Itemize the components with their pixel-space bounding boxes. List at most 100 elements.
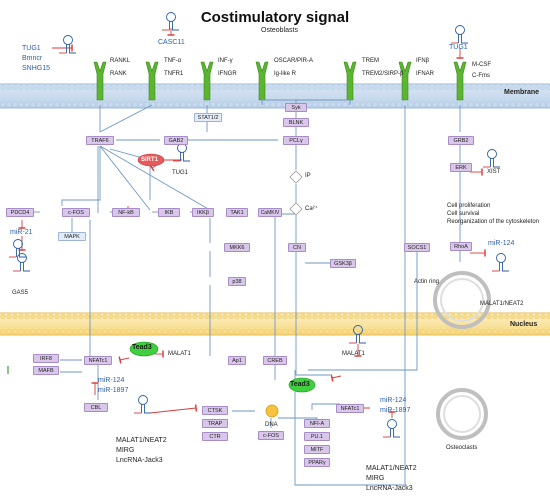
tead3-blob-left — [129, 341, 159, 357]
lnc-group-left-2: MIRG — [116, 447, 135, 454]
hairpin-tug1-mid-icon — [173, 143, 190, 162]
node-rhoa: RhoA — [450, 242, 472, 251]
lnc-tug1-mid: TUG1 — [172, 170, 189, 176]
mir1897-left-label: miR-1897 — [98, 387, 129, 394]
dna-node — [265, 404, 279, 418]
lnc-casc11: CASC11 — [158, 39, 185, 46]
node-plcg: PCLγ — [283, 136, 309, 145]
regulator-blobs — [129, 153, 316, 393]
effect-survival: Cell survival — [447, 211, 480, 217]
malat1-label-right: MALAT1 — [342, 351, 365, 357]
mir21-squiggle-icon — [9, 239, 26, 258]
node-mitf: MITF — [304, 445, 330, 454]
node-cn: CN — [288, 243, 306, 252]
ligand-rankl: RANKL — [110, 58, 131, 64]
ligand-tnfa: TNF-α — [164, 58, 182, 64]
receptor-icon-5 — [398, 61, 412, 101]
node-creb: CREB — [263, 356, 287, 365]
tead3-label-right: Tead3 — [290, 381, 310, 388]
effect-proliferation: Cell proliferation — [447, 203, 491, 209]
node-syk: Syk — [285, 103, 307, 112]
gas5-label: GAS5 — [12, 290, 29, 296]
node-ikkb: IKKβ — [192, 208, 214, 217]
lnc-tug1-right: TUG1 — [449, 44, 468, 51]
lnc-group-right-1: MALAT1/NEAT2 — [366, 465, 417, 472]
lnc-bmncr: Bmncr — [22, 55, 43, 62]
mir1897-right-label: miR-1897 — [380, 407, 411, 414]
node-cfos: c-FOS — [62, 208, 90, 217]
node-ap1: Ap1 — [228, 356, 246, 365]
receptor-icon-1 — [145, 61, 159, 101]
hairpin-xist-icon — [483, 149, 500, 168]
hairpin-gas5-icon — [13, 253, 30, 272]
osteoblasts-label: Osteoblasts — [261, 27, 298, 34]
receptor-icon-0 — [93, 61, 107, 101]
hairpin-casc11-icon — [162, 12, 179, 31]
node-nfkb: NF-kB — [112, 208, 140, 217]
ligand-infg: INF-γ — [218, 58, 233, 64]
receptor-cfms: C-Fms — [472, 73, 490, 79]
mir124-right-label: miR-124 — [488, 240, 515, 247]
hairpin-top-left-icon — [59, 35, 76, 54]
cell-membrane — [0, 83, 550, 109]
lnc-group-right-2: MIRG — [366, 475, 385, 482]
node-erk: ERK — [450, 163, 472, 172]
hairpin-lnc-group-left-icon — [134, 395, 151, 414]
nucleus-label: Nucleus — [510, 321, 538, 328]
node-blnk: BLNK — [283, 118, 309, 127]
malat-neat2-right-label: MALAT1/NEAT2 — [480, 301, 524, 307]
mir124-left-label: miR-124 — [98, 377, 125, 384]
membrane-label: Membrane — [504, 89, 540, 96]
node-ctsk: CTSK — [202, 406, 228, 415]
node-socs1: SOCS1 — [404, 243, 430, 252]
second-messenger-nodes — [265, 170, 303, 418]
receptor-tnfr1: TNFR1 — [164, 71, 184, 77]
malat1-label-left: MALAT1 — [168, 351, 191, 357]
ca-label: Ca²⁺ — [305, 206, 318, 212]
sirt1-cloud — [137, 153, 165, 167]
hairpin-malat1-neat2-right-icon — [492, 253, 509, 272]
node-cfos-nuclear: c-FOS — [258, 431, 284, 440]
receptor-ifnar: IFNAR — [416, 71, 434, 77]
effect-cytoskeleton: Reorganization of the cytoskeleton — [447, 219, 540, 225]
node-mafb: MAFB — [33, 366, 59, 375]
ligand-trem: TREM — [362, 58, 379, 64]
node-nfatc1-left: NFATc1 — [84, 356, 112, 365]
lncrna-icons — [9, 12, 509, 438]
hairpin-lnc-group-right-icon — [383, 419, 400, 438]
lnc-tug1-top: TUG1 — [22, 45, 41, 52]
lnc-group-left-1: MALAT1/NEAT2 — [116, 437, 167, 444]
osteoclast-cell — [436, 388, 488, 440]
node-nfatc1-right: NFATc1 — [336, 404, 364, 413]
actin-ring — [433, 271, 491, 329]
lnc-snhg15: SNHG15 — [22, 65, 51, 72]
node-ctr: CTR — [202, 432, 228, 441]
node-cbl: CBL — [84, 403, 108, 412]
ligand-oscar: OSCAR/PIR-A — [274, 58, 314, 64]
node-pu1: PU.1 — [304, 432, 330, 441]
node-ikb: IKB — [158, 208, 180, 217]
tead3-label-left: Tead3 — [132, 344, 152, 351]
receptor-rank: RANK — [110, 71, 127, 77]
ligand-mcsf: M-CSF — [472, 62, 491, 68]
node-pparg: PPARγ — [304, 458, 330, 467]
diagram-title: Costimulatory signal — [200, 9, 350, 26]
receptor-icon-6 — [453, 61, 467, 101]
receptor-iglike: Ig-like R — [274, 71, 297, 77]
node-tak1: TAK1 — [226, 208, 248, 217]
actin-ring-label: Actin ring — [414, 279, 440, 285]
receptor-icon-4 — [343, 61, 357, 101]
hairpin-malat1-right-icon — [349, 325, 366, 344]
receptor-trem2: TREM2/SIRP-β — [362, 71, 404, 77]
lnc-xist: XIST — [487, 169, 501, 175]
node-traf6: TRAF6 — [86, 136, 114, 145]
node-gsk3b: GSK3β — [330, 259, 356, 268]
mir124-right2-label: miR-124 — [380, 397, 407, 404]
sirt1-label: SIRT1 — [141, 157, 159, 163]
node-stat12: STAT1/2 — [194, 113, 222, 122]
receptor-icon-3 — [255, 61, 269, 101]
lnc-group-left-3: LncRNA-Jack3 — [116, 457, 163, 464]
node-grb2: GRB2 — [448, 136, 474, 145]
receptor-icon-2 — [200, 61, 214, 101]
